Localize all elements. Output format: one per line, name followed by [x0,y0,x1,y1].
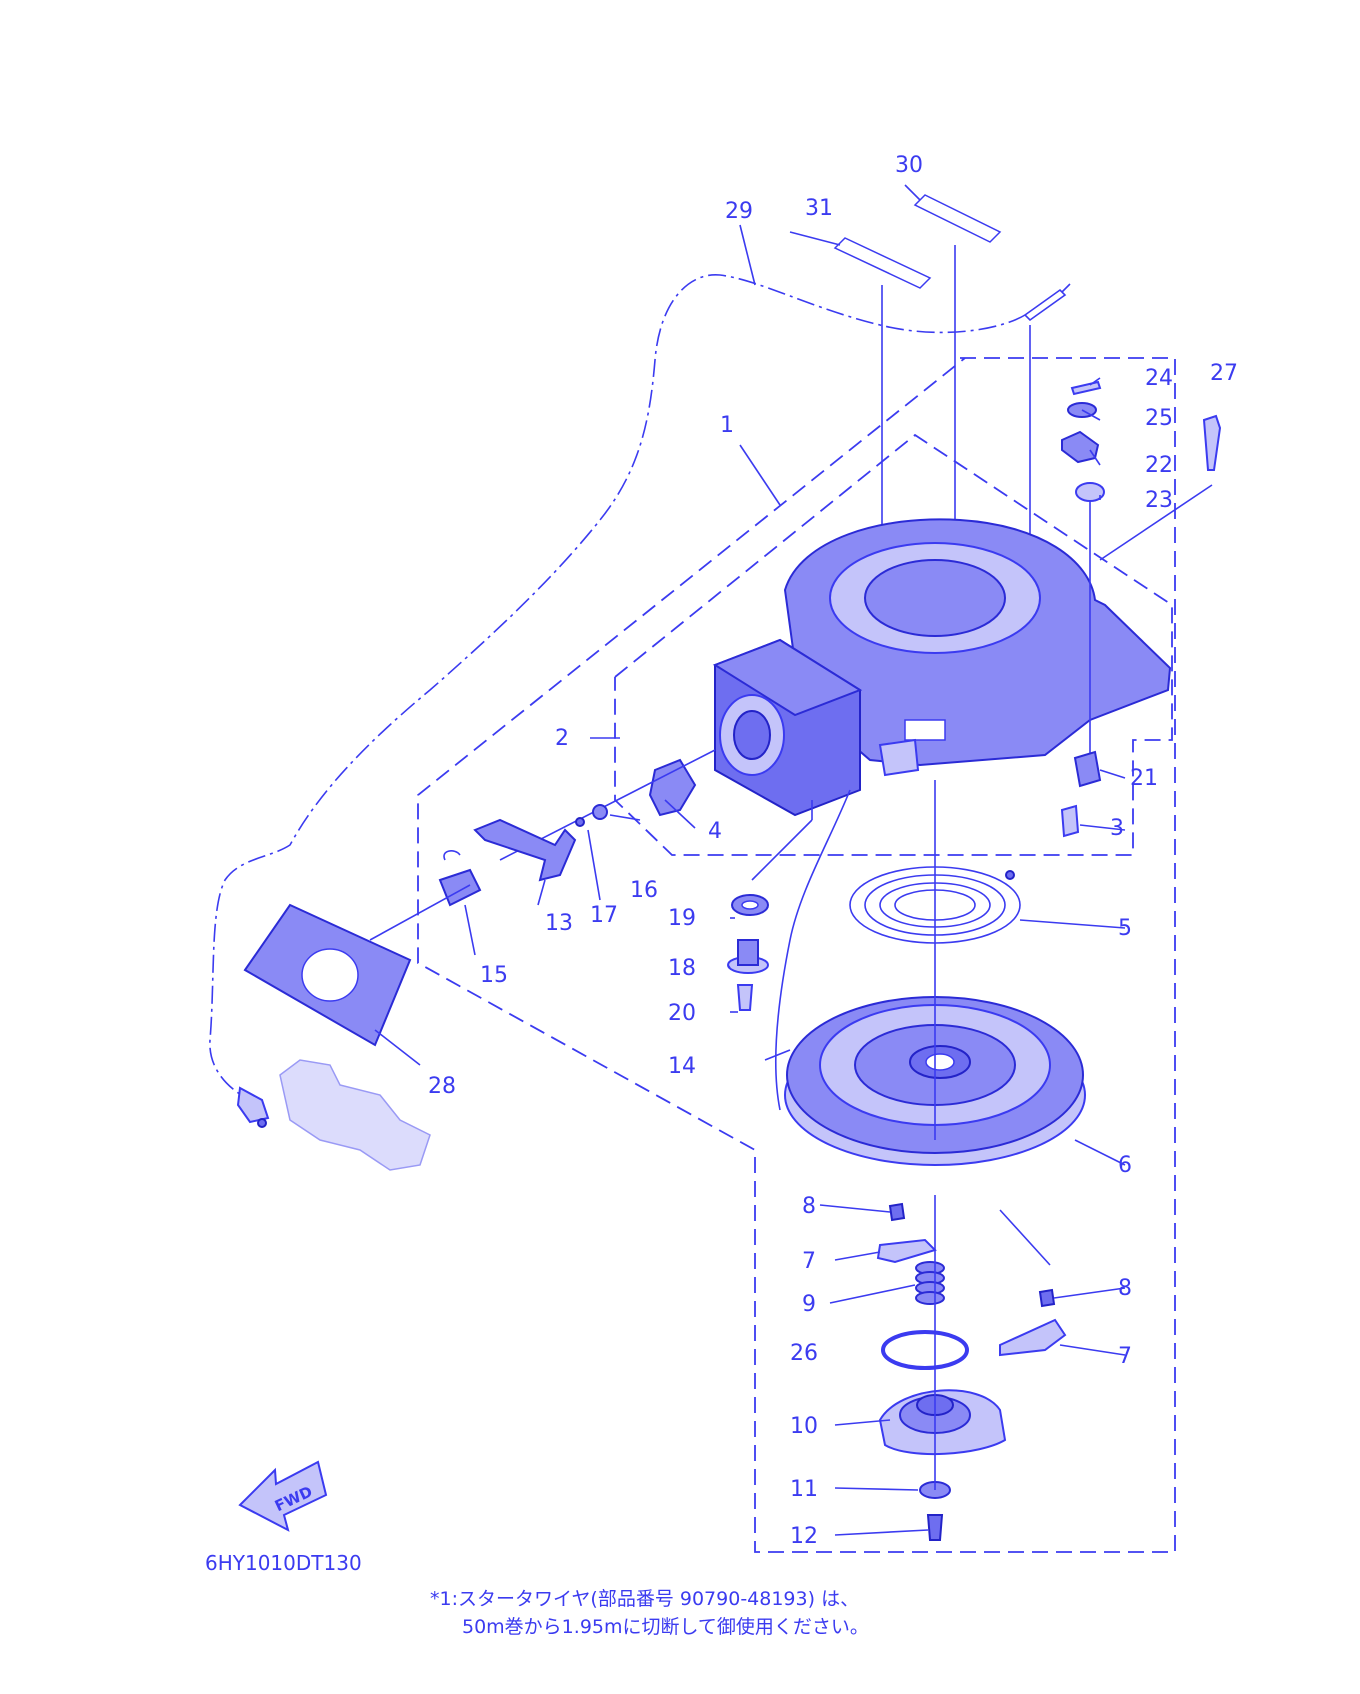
part-27-bolt [1202,414,1222,471]
faint-bracket [279,1059,431,1171]
label-7a: 7 [802,1249,816,1274]
label-28: 28 [428,1074,456,1099]
label-9: 9 [802,1292,816,1317]
part-22-bracket [1061,430,1100,464]
label-13: 13 [545,911,573,936]
label-6: 6 [1118,1153,1132,1178]
label-26: 26 [790,1341,818,1366]
label-12: 12 [790,1524,818,1549]
part-16-knot [592,804,608,820]
leader-lines [374,184,1126,1536]
leader-28-link [369,884,471,941]
cable-lower-end [236,1086,270,1124]
label-31: 31 [805,196,833,221]
label-8b: 8 [1118,1276,1132,1301]
part-3-pin [1060,804,1080,838]
label-29: 29 [725,199,753,224]
label-1: 1 [720,413,734,438]
label-7b: 7 [1118,1344,1132,1369]
clip-wire [443,850,461,861]
label-19: 19 [668,906,696,931]
label-23: 23 [1145,488,1173,513]
part-4-grommet [648,758,697,817]
part-17-washer [575,817,585,827]
part-14-cable [775,789,851,1111]
part-7-ratchet-a [876,1238,937,1264]
label-20: 20 [668,1001,696,1026]
part-18-collar [727,939,769,974]
part-15-clip [438,868,482,907]
part-labels: 1 2 3 4 5 6 7 7 8 8 9 10 11 12 13 14 15 … [428,153,1238,1549]
part-26-spring-ring [881,1330,969,1370]
part-24-clip [1070,380,1102,396]
label-22: 22 [1145,453,1173,478]
label-15: 15 [480,963,508,988]
cable-tip [1061,283,1071,293]
sticker-30 [913,194,1002,243]
part-20-screw [736,984,754,1011]
part-7-ratchet-b [999,1318,1067,1357]
cable-end-fitting [1023,288,1067,322]
label-10: 10 [790,1414,818,1439]
starter-housing [712,518,1172,817]
part-8-pin-a [888,1202,906,1222]
part-21-collar [1073,750,1102,788]
leader-27 [1099,484,1213,561]
label-5: 5 [1118,916,1132,941]
label-21: 21 [1130,766,1158,791]
part-28-plate [243,903,412,1047]
label-27: 27 [1210,361,1238,386]
label-16: 16 [630,878,658,903]
label-11: 11 [790,1477,818,1502]
sticker-31 [833,237,932,289]
part-13-handle [473,818,577,882]
label-30: 30 [895,153,923,178]
label-4: 4 [708,819,722,844]
label-24: 24 [1145,366,1173,391]
label-3: 3 [1110,816,1124,841]
part-8-pin-b [1038,1288,1056,1308]
note-line-2: 50m巻から1.95mに切断して御使用ください。 [462,1616,869,1638]
note-line-1: *1:スタータワイヤ(部品番号 90790-48193) は、 [430,1588,859,1610]
fwd-arrow: FWD [238,1460,328,1532]
label-2: 2 [555,726,569,751]
part-9-spring [915,1261,945,1305]
part-19-bushing [731,894,769,916]
label-25: 25 [1145,406,1173,431]
label-17: 17 [590,903,618,928]
assembly-outline-1 [417,357,1176,1553]
cable-lower-terminal [257,1118,267,1128]
part-10-plate [878,1389,1007,1456]
diagram-code: 6HY1010DT130 [205,1551,362,1575]
leader-19-diag [751,819,813,881]
label-18: 18 [668,956,696,981]
part-12-bolt [926,1514,944,1541]
label-8a: 8 [802,1194,816,1219]
label-14: 14 [668,1054,696,1079]
